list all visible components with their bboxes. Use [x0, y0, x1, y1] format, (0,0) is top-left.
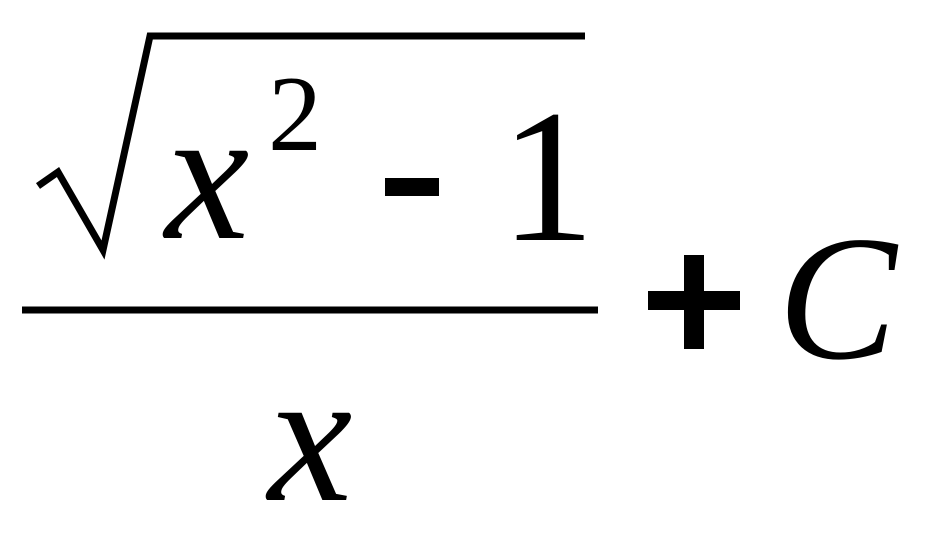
- exponent: 2: [268, 55, 322, 174]
- radical-sign: [35, 32, 585, 260]
- radicand-variable: x: [162, 70, 249, 280]
- plus-sign-vertical: [684, 255, 704, 349]
- radicand-constant: 1: [500, 72, 595, 282]
- integration-constant: C: [778, 199, 899, 397]
- minus-sign: -: [385, 188, 388, 199]
- plus-sign: +: [648, 302, 654, 313]
- denominator-variable: x: [265, 332, 352, 537]
- minus-sign-bar: [385, 178, 439, 196]
